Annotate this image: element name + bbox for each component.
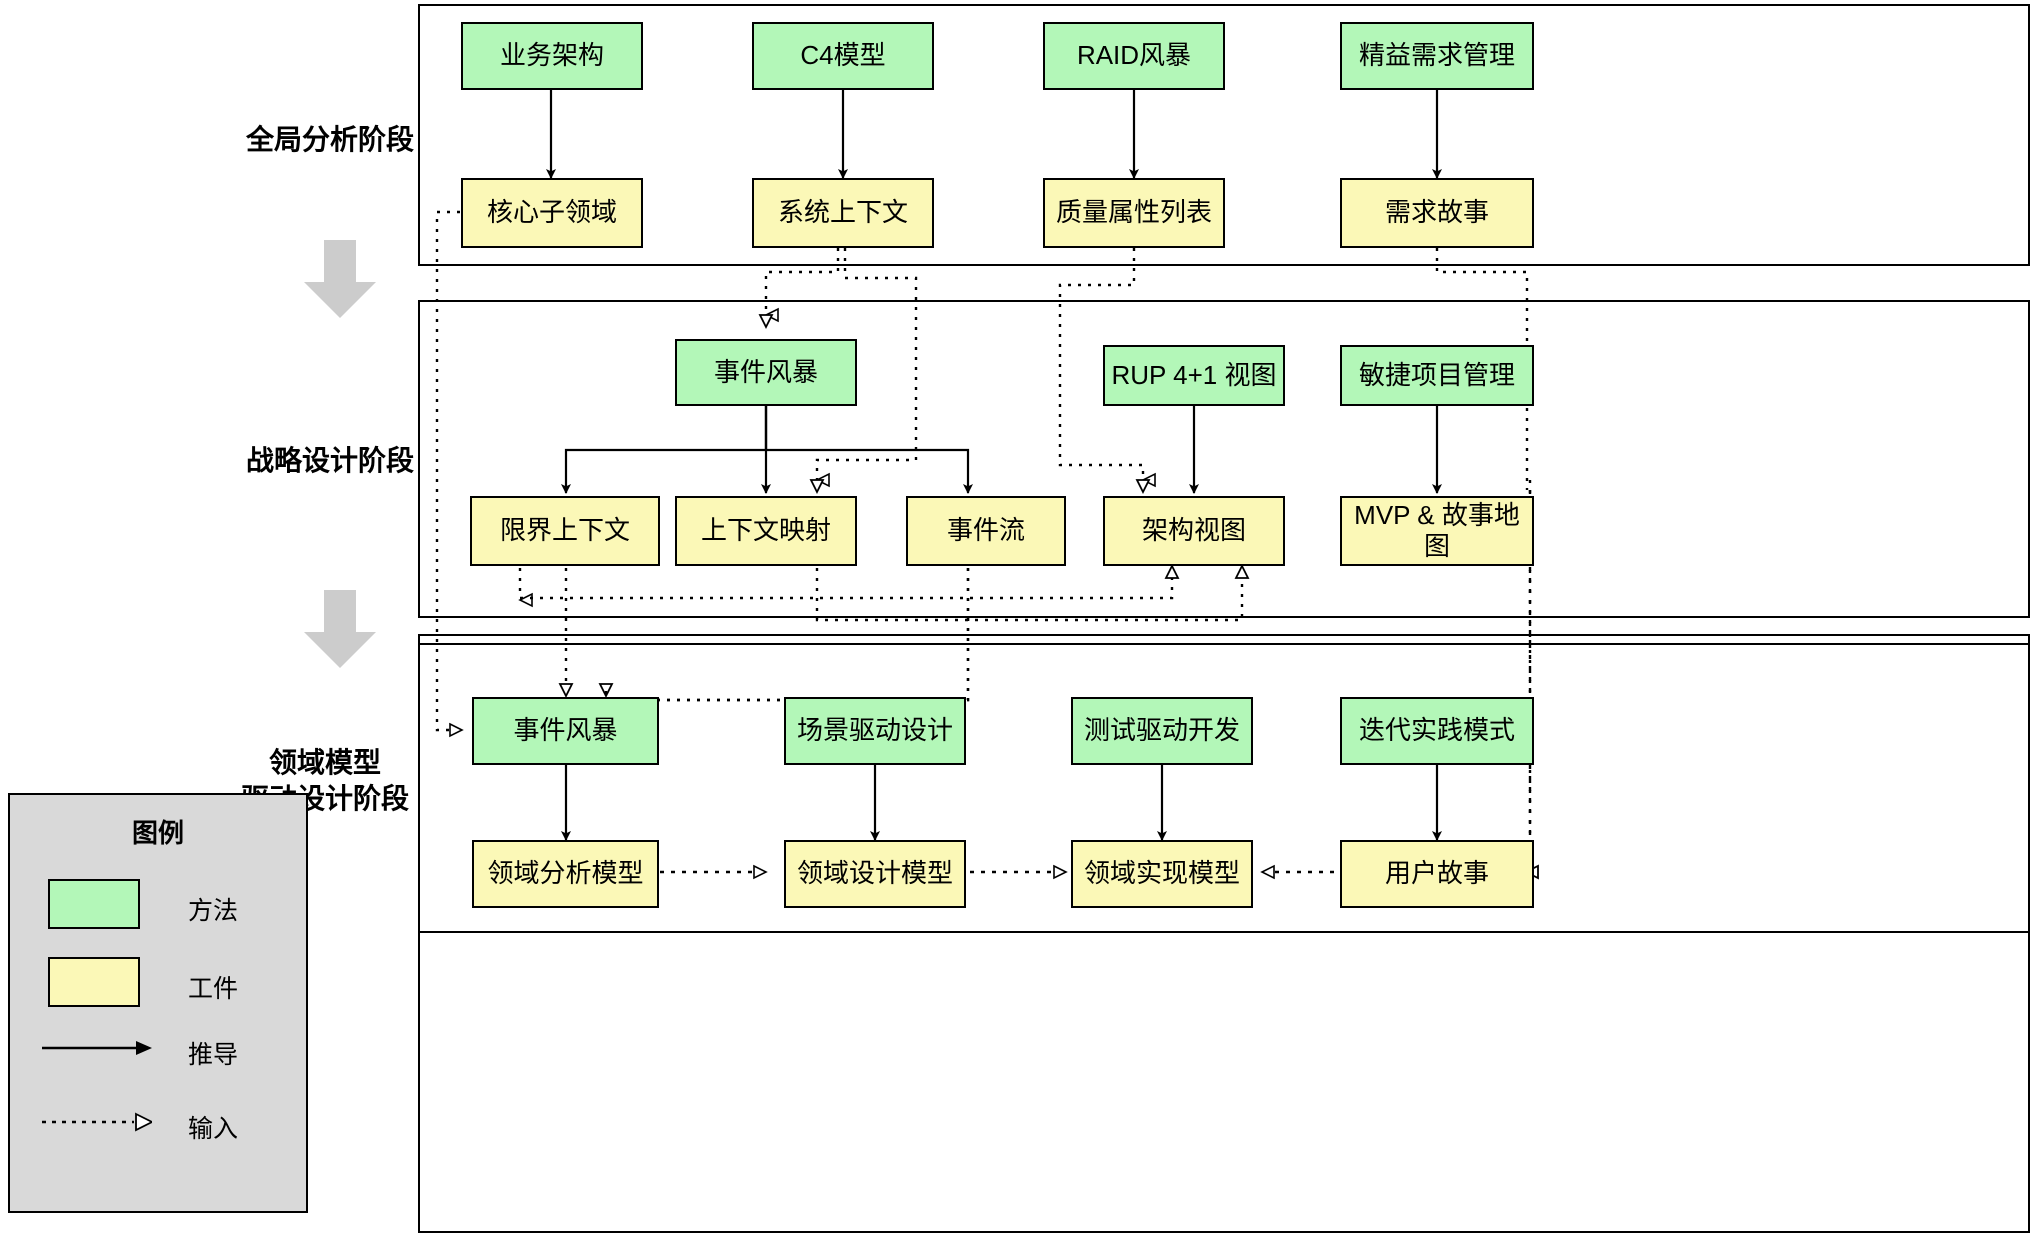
node-scenario-driven-design[interactable]: 场景驱动设计 [784, 697, 966, 765]
legend-label-input: 输入 [188, 1115, 239, 1143]
legend-title: 图例 [131, 818, 184, 848]
node-agile-project-management[interactable]: 敏捷项目管理 [1340, 345, 1534, 406]
node-domain-analysis-model[interactable]: 领域分析模型 [472, 840, 659, 908]
node-context-mapping[interactable]: 上下文映射 [675, 496, 857, 566]
node-core-subdomain[interactable]: 核心子领域 [461, 178, 643, 248]
node-lean-requirement-management[interactable]: 精益需求管理 [1340, 22, 1534, 90]
node-business-architecture[interactable]: 业务架构 [461, 22, 643, 90]
node-architecture-view[interactable]: 架构视图 [1103, 496, 1285, 566]
node-quality-attribute-list[interactable]: 质量属性列表 [1043, 178, 1225, 248]
node-event-storming-strategic[interactable]: 事件风暴 [675, 339, 857, 406]
node-system-context[interactable]: 系统上下文 [752, 178, 934, 248]
node-iterative-practice-pattern[interactable]: 迭代实践模式 [1340, 697, 1534, 765]
node-raid-storming[interactable]: RAID风暴 [1043, 22, 1225, 90]
phase-transition-arrow-2 [304, 590, 376, 668]
node-c4-model[interactable]: C4模型 [752, 22, 934, 90]
node-bounded-context[interactable]: 限界上下文 [470, 496, 660, 566]
phase-frame-ddd-line [418, 634, 2030, 1233]
legend-panel: 图例 方法 工件 推导 输入 [8, 793, 308, 1213]
node-domain-implementation-model[interactable]: 领域实现模型 [1071, 840, 1253, 908]
node-domain-design-model[interactable]: 领域设计模型 [784, 840, 966, 908]
legend-label-artifact: 工件 [188, 975, 239, 1003]
node-mvp-story-map[interactable]: MVP & 故事地图 [1340, 496, 1534, 566]
node-rup-4plus1-view[interactable]: RUP 4+1 视图 [1103, 345, 1285, 406]
node-event-storming-ddd[interactable]: 事件风暴 [472, 697, 659, 765]
node-test-driven-development[interactable]: 测试驱动开发 [1071, 697, 1253, 765]
phase-label-ddd-line1: 领域模型 [268, 747, 381, 778]
phase-label-strategic-design: 战略设计阶段 [245, 445, 414, 476]
legend-dotted-arrow-icon [42, 1112, 152, 1132]
legend-label-derive: 推导 [188, 1041, 239, 1069]
legend-label-method: 方法 [188, 897, 239, 925]
legend-swatch-method [48, 879, 140, 929]
legend-solid-arrow-icon [42, 1041, 152, 1055]
node-event-flow[interactable]: 事件流 [906, 496, 1066, 566]
node-requirement-story[interactable]: 需求故事 [1340, 178, 1534, 248]
legend-swatch-artifact [48, 957, 140, 1007]
phase-label-global-analysis: 全局分析阶段 [245, 124, 414, 155]
phase-transition-arrow-1 [304, 240, 376, 318]
node-user-story[interactable]: 用户故事 [1340, 840, 1534, 908]
phase-frame-global-analysis [418, 4, 2030, 266]
